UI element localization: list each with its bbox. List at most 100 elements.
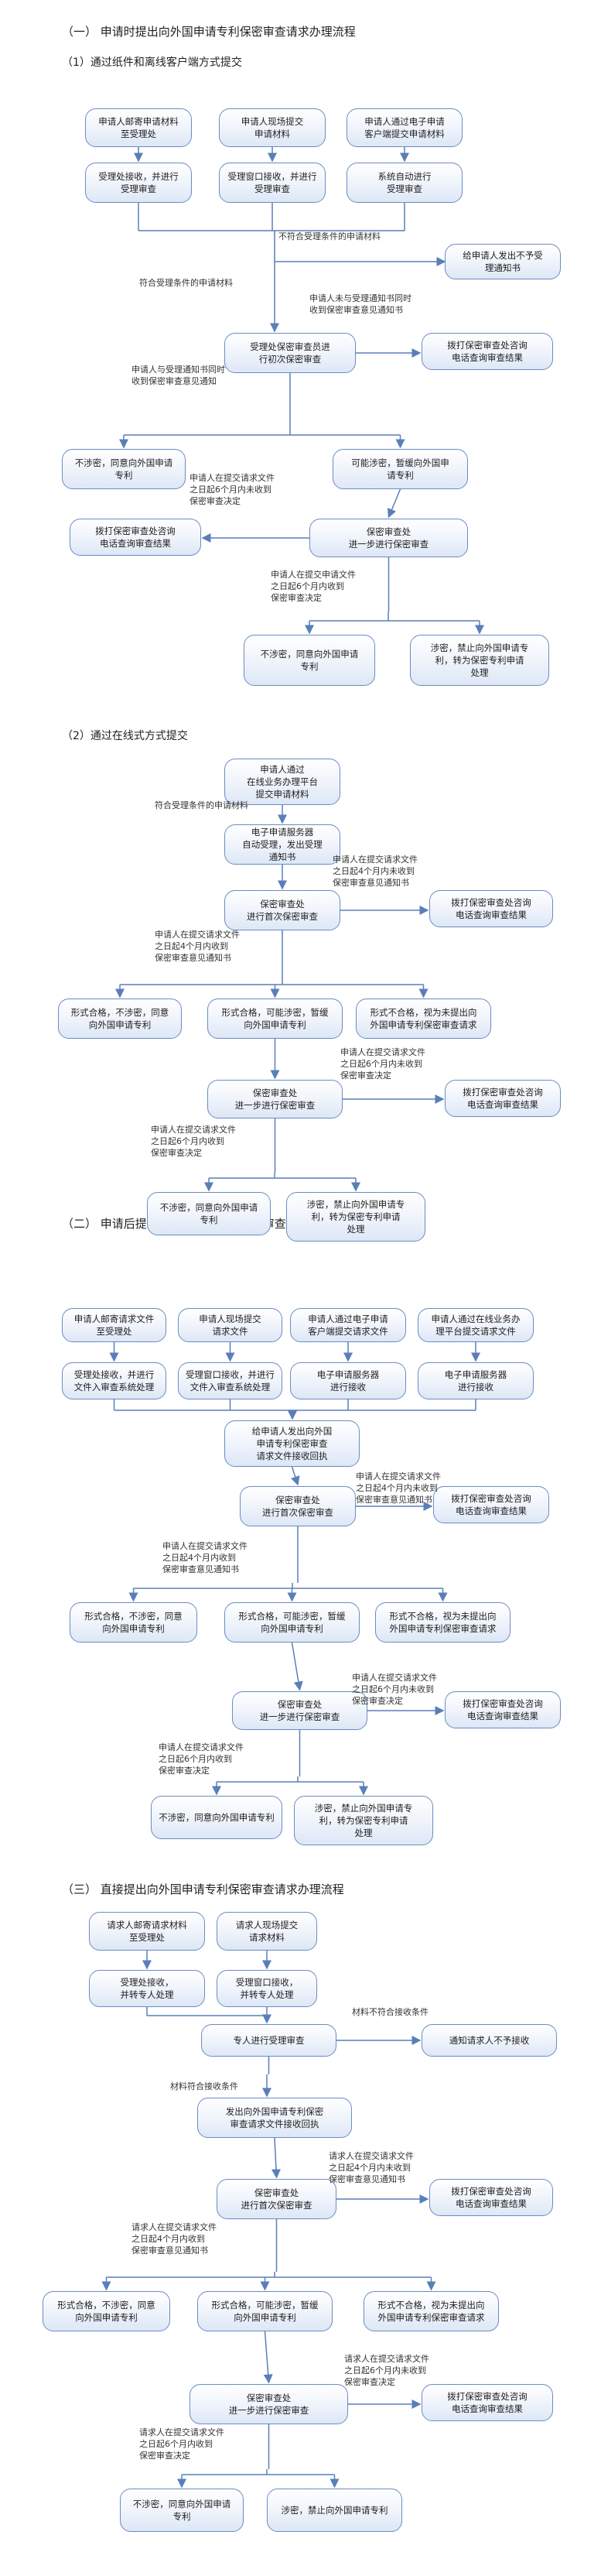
- flow-condition-note: 不符合受理条件的申请材料: [278, 231, 381, 242]
- flow-node-label: 形式不合格，视为未提出向 外国申请专利保密审查请求: [378, 2299, 485, 2324]
- flow-node-s3-accept-window: 受理窗口接收，并进行 文件入审查系统处理: [178, 1362, 282, 1399]
- flow-node-label: 涉密，禁止向外国申请专 利，转为保密专利申请 处理: [315, 1802, 413, 1839]
- flow-node-s3-phone-1: 拨打保密审查处咨询 电话查询审查结果: [433, 1486, 549, 1523]
- flow-node-label: 发出向外国申请专利保密 审查请求文件接收回执: [226, 2105, 324, 2130]
- flow-node-label: 拨打保密审查处咨询 电话查询审查结果: [447, 339, 528, 364]
- flow-condition-note: 申请人未与受理通知书同时 收到保密审查意见通知书: [309, 293, 411, 316]
- flow-node-label: 通知请求人不予接收: [449, 2034, 530, 2047]
- flow-node-s1-window: 申请人现场提交 申请材料: [219, 108, 326, 147]
- flow-node-s1-notice-reject: 给申请人发出不予受 理通知书: [445, 244, 561, 279]
- flow-node-label: 系统自动进行 受理审查: [378, 170, 432, 195]
- flow-condition-note: 符合受理条件的申请材料: [139, 277, 233, 289]
- connector-arrow: [389, 489, 401, 517]
- flow-node-s3-server-2: 电子申请服务器 进行接收: [418, 1362, 534, 1399]
- flow-node-s1-final-ok: 不涉密，同意向外国申请 专利: [244, 635, 375, 686]
- flow-node-s2-phone-2: 拨打保密审查处咨询 电话查询审查结果: [445, 1080, 561, 1117]
- flow-node-label: 拨打保密审查处咨询 电话查询审查结果: [463, 1086, 543, 1111]
- flow-node-s1-preliminary: 受理处保密审查员进 行初次保密审查: [224, 333, 356, 373]
- flow-node-label: 形式合格，不涉密，同意 向外国申请专利: [57, 2299, 155, 2324]
- flow-node-s4-final-no: 涉密，禁止向外国申请专利: [267, 2489, 402, 2532]
- flow-condition-note: 请求人在提交请求文件 之日起4个月内未收到 保密审查意见通知书: [329, 2150, 414, 2185]
- flow-node-label: 涉密，禁止向外国申请专 利，转为保密专利申请 处理: [307, 1198, 405, 1235]
- flow-node-s3-window: 申请人现场提交 请求文件: [178, 1308, 282, 1342]
- flow-node-label: 电子申请服务器 进行接收: [317, 1368, 380, 1393]
- flow-node-label: 保密审查处 进一步进行保密审查: [349, 526, 429, 550]
- flow-node-s4-window: 请求人现场提交 请求材料: [217, 1912, 317, 1951]
- flow-node-label: 申请人邮寄请求文件 至受理处: [74, 1313, 155, 1338]
- flow-node-label: 请求人邮寄请求材料 至受理处: [107, 1919, 187, 1944]
- connector-arrow: [265, 2331, 269, 2382]
- flow-node-label: 受理处接收，并进行 文件入审查系统处理: [74, 1368, 155, 1393]
- flow-node-label: 电子申请服务器 自动受理，发出受理 通知书: [242, 826, 323, 863]
- flow-node-label: 申请人现场提交 请求文件: [199, 1313, 261, 1338]
- flow-node-label: 申请人通过电子申请 客户端提交申请材料: [364, 115, 445, 140]
- flow-node-label: 涉密，禁止向外国申请专利: [282, 2504, 388, 2516]
- flow-node-label: 保密审查处 进行首次保密审查: [241, 2187, 312, 2211]
- flow-node-s1-phone-1: 拨打保密审查处咨询 电话查询审查结果: [422, 333, 553, 370]
- flow-condition-note: 请求人在提交请求文件 之日起6个月内收到 保密审查决定: [139, 2427, 224, 2461]
- flow-node-s4-may: 形式合格，可能涉密，暂缓 向外国申请专利: [197, 2291, 333, 2331]
- connector-arrow: [292, 1467, 299, 1485]
- flow-node-s3-ok: 形式合格，不涉密，同意 向外国申请专利: [70, 1602, 197, 1643]
- flow-node-s2-online: 申请人通过 在线业务办理平台 提交申请材料: [224, 759, 340, 805]
- flow-node-s3-bad: 形式不合格，视为未提出向 外国申请专利保密审查请求: [375, 1602, 511, 1643]
- connector-arrow: [275, 2138, 277, 2177]
- flow-node-label: 形式合格，可能涉密，暂缓 向外国申请专利: [222, 1006, 329, 1031]
- flow-node-label: 专人进行受理审查: [234, 2034, 305, 2047]
- flow-node-s4-phone-2: 拨打保密审查处咨询 电话查询审查结果: [422, 2384, 553, 2421]
- flow-node-label: 保密审查处 进一步进行保密审查: [235, 1087, 316, 1112]
- flow-condition-note: 材料不符合接收条件: [352, 2006, 429, 2018]
- flow-node-label: 拨打保密审查处咨询 电话查询审查结果: [451, 1492, 531, 1517]
- flow-node-s4-reject: 通知请求人不予接收: [422, 2024, 557, 2057]
- flow-node-label: 保密审查处 进行首次保密审查: [247, 898, 318, 923]
- flow-node-s3-final-no: 涉密，禁止向外国申请专 利，转为保密专利申请 处理: [294, 1796, 433, 1845]
- flow-node-label: 形式合格，不涉密，同意 向外国申请专利: [84, 1610, 183, 1635]
- flow-condition-note: 申请人在提交请求文件 之日起6个月内收到 保密审查决定: [159, 1742, 244, 1776]
- flow-node-label: 受理窗口接收，并进行 文件入审查系统处理: [186, 1368, 275, 1393]
- flow-node-s1-not-involved: 不涉密，同意向外国申请 专利: [62, 449, 186, 489]
- flow-node-s3-receipt: 给申请人发出向外国 申请专利保密审查 请求文件接收回执: [224, 1420, 360, 1467]
- flow-node-label: 给申请人发出向外国 申请专利保密审查 请求文件接收回执: [252, 1425, 333, 1462]
- section-heading: （三） 直接提出向外国申请专利保密审查请求办理流程: [62, 1881, 344, 1897]
- flow-node-label: 形式合格，不涉密，同意 向外国申请专利: [71, 1006, 169, 1031]
- flow-node-label: 申请人通过在线业务办 理平台提交请求文件: [432, 1313, 521, 1338]
- flow-node-s3-server-1: 电子申请服务器 进行接收: [290, 1362, 406, 1399]
- flow-node-s2-final-ok: 不涉密，同意向外国申请 专利: [147, 1192, 271, 1235]
- flow-node-s1-further: 保密审查处 进一步进行保密审查: [309, 519, 468, 557]
- flow-node-s3-final-ok: 不涉密，同意向外国申请专利: [151, 1796, 282, 1839]
- flow-node-s2-ok: 形式合格，不涉密，同意 向外国申请专利: [58, 999, 182, 1039]
- flow-node-s4-further: 保密审查处 进一步进行保密审查: [190, 2384, 348, 2424]
- flow-node-s4-receipt: 发出向外国申请专利保密 审查请求文件接收回执: [197, 2098, 352, 2138]
- section-heading: （一） 申请时提出向外国申请专利保密审查请求办理流程: [62, 23, 356, 39]
- flow-node-s3-further: 保密审查处 进一步进行保密审查: [232, 1691, 367, 1730]
- flow-node-s2-phone-1: 拨打保密审查处咨询 电话查询审查结果: [429, 890, 553, 927]
- flow-node-s1-mail: 申请人邮寄申请材料 至受理处: [85, 108, 192, 147]
- flow-node-s3-client: 申请人通过电子申请 客户端提交请求文件: [290, 1308, 406, 1342]
- flow-condition-note: 申请人在提交请求文件 之日起6个月内收到 保密审查决定: [151, 1124, 236, 1159]
- flow-node-label: 保密审查处 进一步进行保密审查: [229, 2392, 309, 2417]
- flow-node-label: 拨打保密审查处咨询 电话查询审查结果: [463, 1697, 543, 1722]
- flow-node-s4-ok: 形式合格，不涉密，同意 向外国申请专利: [43, 2291, 170, 2331]
- connector-arrow: [292, 1643, 300, 1690]
- flow-condition-note: 符合受理条件的申请材料: [155, 800, 248, 811]
- flow-node-s1-accept-window: 受理窗口接收，并进行 受理审查: [219, 163, 326, 203]
- section-subheading: （2）通过在线式方式提交: [62, 728, 188, 743]
- flow-condition-note: 申请人在提交申请文件 之日起6个月内收到 保密审查决定: [271, 569, 356, 604]
- flow-node-s2-may: 形式合格，可能涉密，暂缓 向外国申请专利: [207, 999, 343, 1039]
- flow-node-s1-accept-mail: 受理处接收，并进行 受理审查: [85, 163, 192, 203]
- flow-node-s4-accept-mail: 受理处接收， 并转专人处理: [89, 1970, 205, 2007]
- flow-node-label: 请求人现场提交 请求材料: [236, 1919, 299, 1944]
- flow-node-label: 保密审查处 进一步进行保密审查: [260, 1698, 340, 1723]
- flow-node-label: 不涉密，同意向外国申请 专利: [133, 2498, 231, 2523]
- flow-condition-note: 申请人在提交请求文件 之日起6个月内未收到 保密审查决定: [190, 472, 275, 507]
- flow-node-label: 拨打保密审查处咨询 电话查询审查结果: [451, 2185, 531, 2210]
- flow-node-label: 形式合格，可能涉密，暂缓 向外国申请专利: [212, 2299, 319, 2324]
- flow-node-label: 保密审查处 进行首次保密审查: [262, 1494, 333, 1519]
- flow-node-label: 申请人现场提交 申请材料: [241, 115, 304, 140]
- flow-node-s4-bad: 形式不合格，视为未提出向 外国申请专利保密审查请求: [364, 2291, 499, 2331]
- flow-node-s3-mail: 申请人邮寄请求文件 至受理处: [62, 1308, 166, 1342]
- flow-node-label: 拨打保密审查处咨询 电话查询审查结果: [95, 525, 176, 550]
- flow-node-s2-preliminary: 保密审查处 进行首次保密审查: [224, 890, 340, 930]
- flow-node-label: 给申请人发出不予受 理通知书: [463, 249, 543, 274]
